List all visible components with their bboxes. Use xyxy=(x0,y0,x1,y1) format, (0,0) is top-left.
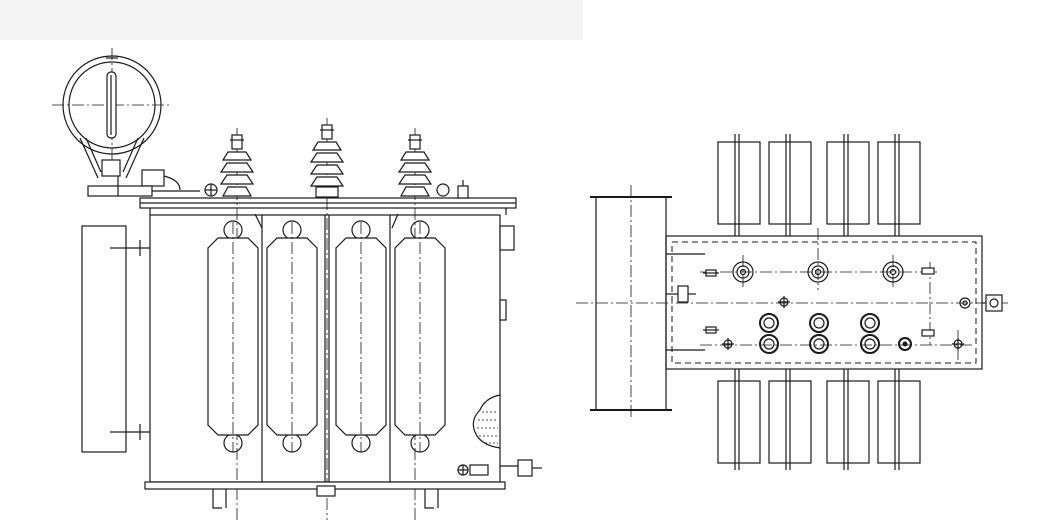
header-band xyxy=(0,0,583,40)
side-radiator xyxy=(81,225,150,453)
hv-bushing-3 xyxy=(397,128,433,520)
top-fittings xyxy=(703,267,1003,350)
conservator xyxy=(52,48,200,197)
radiators-top-row xyxy=(717,134,921,236)
radiators-bottom-row xyxy=(717,369,921,470)
radiator-panel-4 xyxy=(394,220,446,453)
lv-bushing-top-3 xyxy=(860,313,880,354)
hv-bushing-top-2 xyxy=(807,228,829,290)
lv-bushing-top-2 xyxy=(809,313,829,354)
radiator-fin-b3 xyxy=(826,369,870,470)
radiator-fin-t4 xyxy=(877,134,921,236)
hv-bushings-top xyxy=(732,228,904,290)
hv-bushing-top-3 xyxy=(882,255,904,290)
radiator-fin-b4 xyxy=(877,369,921,470)
tank-cover xyxy=(139,180,517,215)
radiator-panel-3 xyxy=(335,220,387,453)
lv-bushings-top xyxy=(759,313,912,354)
radiator-panel-1 xyxy=(207,220,259,453)
radiator-panel-2 xyxy=(266,220,318,453)
radiator-fin-b2 xyxy=(768,369,812,470)
lv-bushing-top-4 xyxy=(898,337,912,351)
tank-top xyxy=(665,235,983,370)
tank-body xyxy=(144,214,542,509)
radiator-fin-t1 xyxy=(717,134,761,236)
radiator-fin-t2 xyxy=(768,134,812,236)
top-view xyxy=(576,134,1010,470)
lv-bushing-top-1 xyxy=(759,313,779,354)
radiator-panels-front xyxy=(207,213,446,453)
radiator-fin-t3 xyxy=(826,134,870,236)
hv-bushing-2 xyxy=(309,118,345,520)
front-view xyxy=(52,48,542,520)
hv-bushings xyxy=(219,118,433,520)
radiator-fin-b1 xyxy=(717,369,761,470)
hv-bushing-top-1 xyxy=(732,255,754,290)
